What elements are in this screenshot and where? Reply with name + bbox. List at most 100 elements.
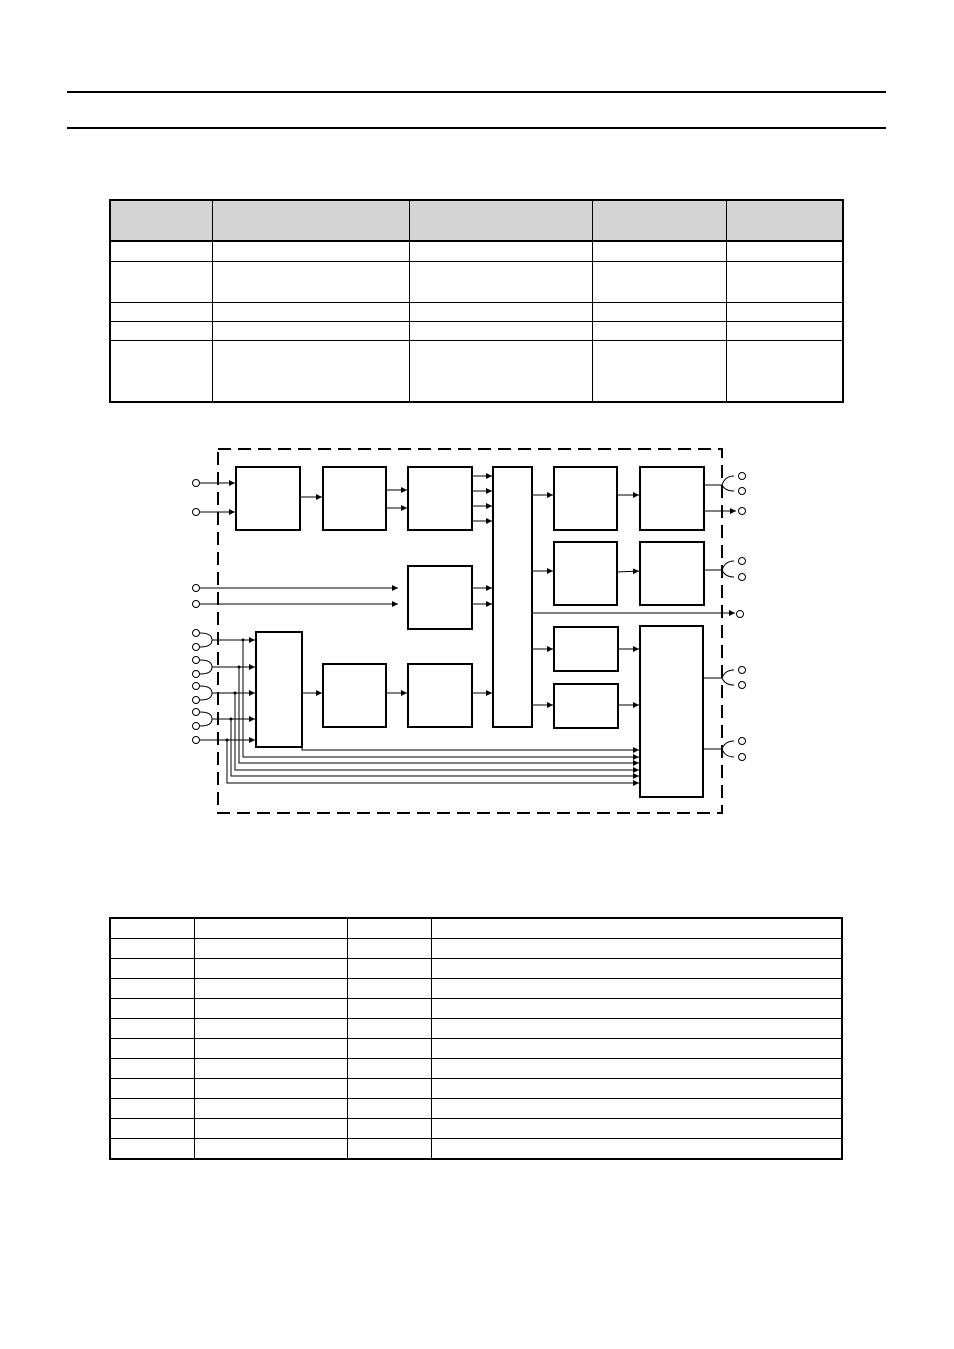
pin [192,656,200,664]
spec-header-cell [591,199,727,242]
table-row [109,1077,843,1099]
pin-cell [193,1057,348,1079]
block-lower-2 [407,663,473,728]
spec-cell [109,339,213,403]
pin [738,573,746,581]
spec-cell [408,339,593,403]
spec-header-cell [408,199,593,242]
block-input-stage [235,466,301,531]
pin [738,666,746,674]
pin-cell [193,1017,348,1039]
spec-cell [591,339,727,403]
pin [192,736,200,744]
pin [192,708,200,716]
pin [192,643,200,651]
pin [738,472,746,480]
table-row [109,957,843,979]
spec-cell [725,339,844,403]
pin-cell [430,917,843,939]
pin-cell [346,1017,432,1039]
pin-cell [109,1037,195,1059]
block-stage-3 [407,466,473,531]
pin [738,507,746,515]
pin-cell [109,1017,195,1039]
pin-cell [430,957,843,979]
pin [738,557,746,565]
pin-cell [109,997,195,1019]
pin-cell [346,1137,432,1160]
pin-table [109,917,843,1160]
pin [192,682,200,690]
block-stage-2 [322,466,387,531]
table-row [109,1017,843,1039]
pin-cell [346,1117,432,1139]
block-out-2a [553,541,618,606]
pin-cell [193,1037,348,1059]
block-input-select [255,631,303,748]
pin-cell [193,1117,348,1139]
pin-cell [193,1137,348,1160]
pin [192,629,200,637]
function-blocks [235,466,705,798]
spec-header-cell [725,199,844,242]
table-row [109,917,843,939]
block-lower-1 [322,663,387,728]
pin [192,584,200,592]
block-mid-stage [407,565,473,630]
pin-cell [346,937,432,959]
table-row [109,1037,843,1059]
pin-cell [193,997,348,1019]
pin-cell [430,1077,843,1099]
pin-cell [346,1037,432,1059]
pin-cell [346,917,432,939]
pin [192,479,200,487]
spec-header-cell [109,199,213,242]
pin-cell [109,917,195,939]
pin-cell [109,1137,195,1160]
pin-cell [109,1097,195,1119]
block-out-1a [553,466,618,531]
pin [736,610,744,618]
pins [192,472,746,761]
pin-cell [346,977,432,999]
pin-cell [193,977,348,999]
pin [738,487,746,495]
block-output-select [639,625,704,798]
pin-cell [109,957,195,979]
pin-cell [193,917,348,939]
pin-cell [109,1057,195,1079]
spec-table-header [109,199,844,242]
table-row [109,240,844,262]
pin-cell [346,1077,432,1099]
spec-table [109,199,844,403]
pin-cell [430,1097,843,1119]
block-bus [492,466,533,728]
pin [192,508,200,516]
table-row [109,1097,843,1119]
pin-cell [430,997,843,1019]
pin [738,737,746,745]
pin-cell [430,937,843,959]
spec-header-cell [211,199,410,242]
pin-cell [346,1057,432,1079]
table-row [109,977,843,999]
pin-cell [430,977,843,999]
table-row [109,997,843,1019]
pin-cell [193,1097,348,1119]
block-small-1 [553,626,619,672]
table-row [109,937,843,959]
pin-cell [430,1137,843,1160]
pin-cell [430,1117,843,1139]
block-out-1b [639,466,705,531]
table-row [109,301,844,322]
pin [738,753,746,761]
pin-cell [193,1077,348,1099]
pin-cell [109,937,195,959]
table-row [109,1057,843,1079]
pin-cell [430,1017,843,1039]
block-small-2 [553,683,619,729]
signal-lines [199,473,736,786]
pin-cell [430,1037,843,1059]
spec-cell [591,260,727,303]
